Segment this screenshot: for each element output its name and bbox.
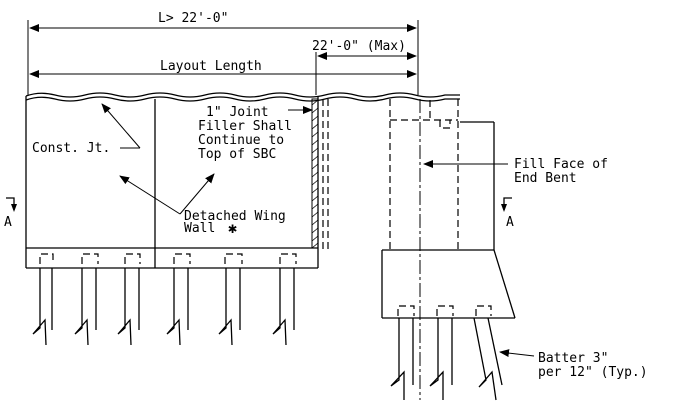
batter-line-2: per 12" (Typ.) bbox=[538, 365, 648, 380]
section-label-left: A bbox=[4, 215, 12, 230]
section-label-right: A bbox=[506, 215, 514, 230]
fill-face-line-1: Fill Face of bbox=[514, 157, 608, 172]
callout-const-joint: Const. Jt. bbox=[32, 103, 141, 156]
dimension-overall: L> 22'-0" bbox=[27, 11, 419, 95]
wing-wall-line-2: Wall bbox=[184, 221, 215, 236]
callout-batter: Batter 3" per 12" (Typ.) bbox=[499, 349, 648, 380]
section-mark-left: A bbox=[4, 197, 17, 230]
joint-filler-line-1: 1" Joint bbox=[206, 105, 269, 120]
fill-face-line-2: End Bent bbox=[514, 171, 577, 186]
overall-dimension-label: L> 22'-0" bbox=[158, 11, 228, 26]
callout-joint-filler: 1" Joint Filler Shall Continue to Top of… bbox=[198, 105, 313, 162]
wing-wall-line-1: Detached Wing bbox=[184, 209, 286, 224]
layout-length-label: Layout Length bbox=[160, 59, 262, 74]
callout-detached-wing-wall: Detached Wing Wall ✱ bbox=[119, 173, 286, 237]
const-joint-label: Const. Jt. bbox=[32, 141, 110, 156]
joint-filler-line-4: Top of SBC bbox=[198, 147, 276, 162]
max-dimension-label: 22'-0" (Max) bbox=[312, 39, 406, 54]
detached-wing-wall-body bbox=[25, 92, 460, 269]
joint-filler-line-3: Continue to bbox=[198, 133, 284, 148]
end-bent bbox=[381, 99, 516, 401]
section-mark-right: A bbox=[501, 197, 514, 230]
dimension-layout-length: Layout Length bbox=[29, 59, 417, 78]
batter-line-1: Batter 3" bbox=[538, 351, 608, 366]
asterisk-mark: ✱ bbox=[228, 219, 237, 237]
dimension-max: 22'-0" (Max) bbox=[312, 39, 417, 95]
left-piles bbox=[32, 253, 297, 346]
callout-fill-face: Fill Face of End Bent bbox=[423, 157, 608, 186]
joint-filler-line-2: Filler Shall bbox=[198, 119, 292, 134]
